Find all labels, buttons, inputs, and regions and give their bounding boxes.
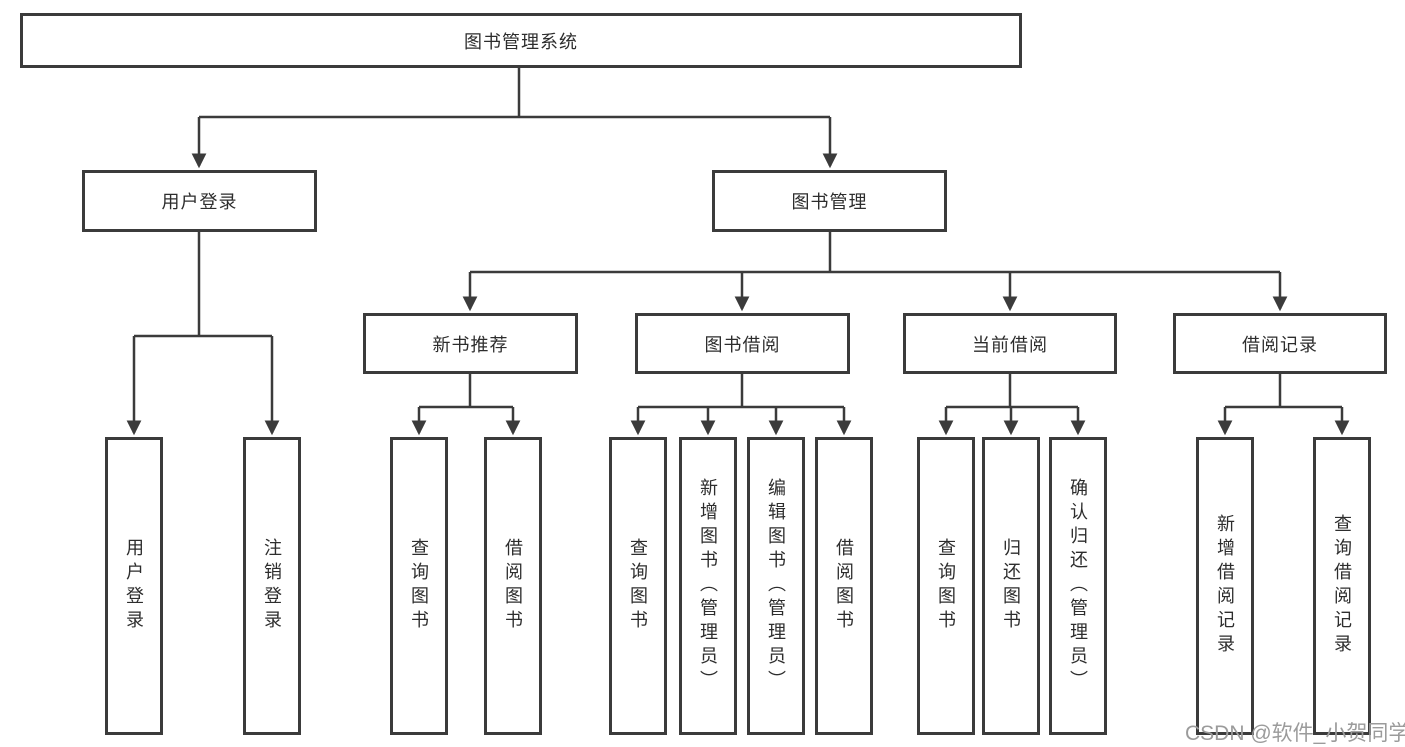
- leaf-bb-edit-books-admin: 编辑图书（管理员）: [747, 437, 805, 735]
- node-current-borrow: 当前借阅: [903, 313, 1117, 374]
- node-book-management-branch: 图书管理: [712, 170, 947, 232]
- node-book-borrow: 图书借阅: [635, 313, 850, 374]
- leaf-bb-query-books: 查询图书: [609, 437, 667, 735]
- node-root-system: 图书管理系统: [20, 13, 1022, 68]
- leaf-bb-add-books-admin: 新增图书（管理员）: [679, 437, 737, 735]
- node-new-book-recommend: 新书推荐: [363, 313, 578, 374]
- csdn-watermark: CSDN @软件_小贺同学: [1185, 722, 1405, 745]
- edges-borrow-records-to-leaves: [1217, 374, 1350, 436]
- edges-new-book-rec-to-leaves: [411, 374, 521, 436]
- edges-root-to-level2: [191, 68, 838, 169]
- leaf-br-add-record: 新增借阅记录: [1196, 437, 1254, 735]
- leaf-cb-confirm-return-admin: 确认归还（管理员）: [1049, 437, 1107, 735]
- leaf-logout: 注销登录: [243, 437, 301, 735]
- leaf-user-login: 用户登录: [105, 437, 163, 735]
- node-user-login-branch: 用户登录: [82, 170, 317, 232]
- leaf-br-query-record: 查询借阅记录: [1313, 437, 1371, 735]
- edges-book-mgmt-to-level3: [462, 232, 1288, 312]
- leaf-rec-query-books: 查询图书: [390, 437, 448, 735]
- leaf-cb-query-books: 查询图书: [917, 437, 975, 735]
- leaf-cb-return-books: 归还图书: [982, 437, 1040, 735]
- node-borrow-records: 借阅记录: [1173, 313, 1387, 374]
- leaf-bb-borrow-books: 借阅图书: [815, 437, 873, 735]
- edges-book-borrow-to-leaves: [630, 374, 852, 436]
- edges-user-login-to-leaves: [126, 232, 280, 436]
- edges-current-borrow-to-leaves: [938, 374, 1086, 436]
- leaf-rec-borrow-books: 借阅图书: [484, 437, 542, 735]
